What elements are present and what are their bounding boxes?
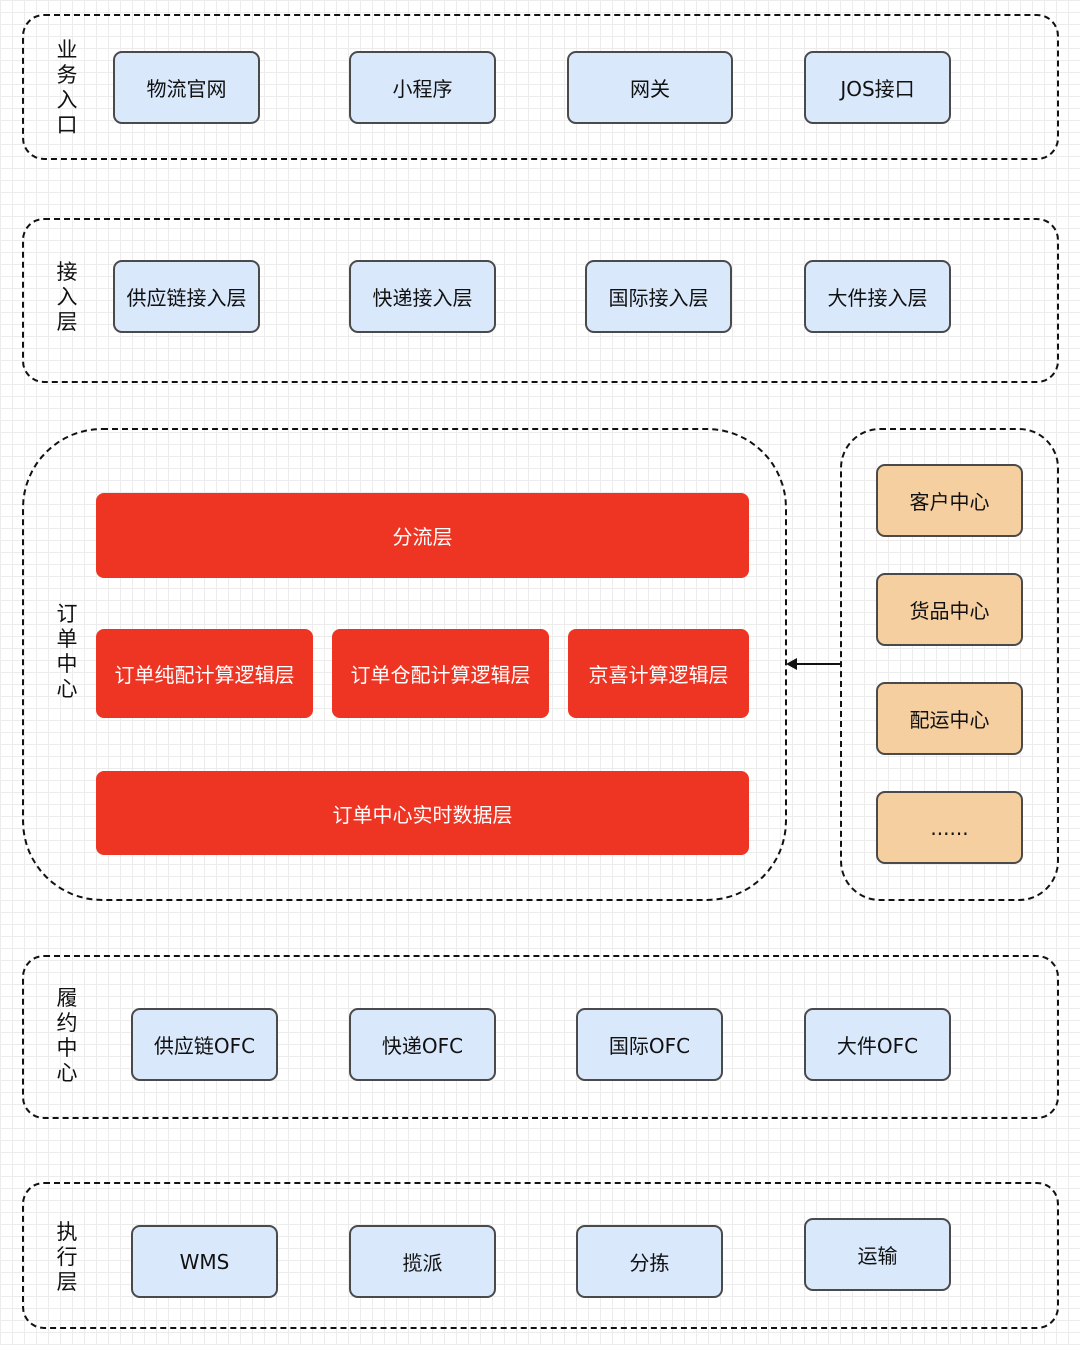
pure-delivery-logic-node[interactable]: 订单纯配计算逻辑层: [96, 629, 313, 718]
fulfillment-layer-label: 履约中心: [56, 986, 78, 1085]
logistics-website-node[interactable]: 物流官网: [113, 51, 260, 124]
order-center-label: 订单中心: [56, 602, 78, 701]
supply-chain-access-node[interactable]: 供应链接入层: [113, 260, 260, 333]
realtime-data-layer-node[interactable]: 订单中心实时数据层: [96, 771, 749, 855]
mini-program-node[interactable]: 小程序: [349, 51, 496, 124]
business-entry-layer-label: 业务入口: [56, 38, 78, 137]
express-ofc-node[interactable]: 快递OFC: [349, 1008, 496, 1081]
sorting-node[interactable]: 分拣: [576, 1225, 723, 1298]
distribution-center-node[interactable]: 配运中心: [876, 682, 1023, 755]
more-centers-node[interactable]: ......: [876, 791, 1023, 864]
customer-center-node[interactable]: 客户中心: [876, 464, 1023, 537]
express-access-node[interactable]: 快递接入层: [349, 260, 496, 333]
business-entry-layer: [22, 14, 1059, 160]
support-to-order-arrow: [786, 658, 840, 670]
jingxi-logic-node[interactable]: 京喜计算逻辑层: [568, 629, 749, 718]
large-item-access-node[interactable]: 大件接入层: [804, 260, 951, 333]
transport-node[interactable]: 运输: [804, 1218, 951, 1291]
access-layer-label: 接入层: [56, 260, 78, 334]
large-item-ofc-node[interactable]: 大件OFC: [804, 1008, 951, 1081]
fulfillment-layer: [22, 955, 1059, 1119]
split-layer-node[interactable]: 分流层: [96, 493, 749, 578]
access-layer: [22, 218, 1059, 383]
gateway-node[interactable]: 网关: [567, 51, 733, 124]
pickup-delivery-node[interactable]: 揽派: [349, 1225, 496, 1298]
order-center-container: [22, 428, 787, 901]
execution-layer-label: 执行层: [56, 1220, 78, 1294]
goods-center-node[interactable]: 货品中心: [876, 573, 1023, 646]
supply-chain-ofc-node[interactable]: 供应链OFC: [131, 1008, 278, 1081]
jos-interface-node[interactable]: JOS接口: [804, 51, 951, 124]
support-centers-container: [840, 428, 1059, 901]
international-access-node[interactable]: 国际接入层: [585, 260, 732, 333]
execution-layer: [22, 1182, 1059, 1329]
international-ofc-node[interactable]: 国际OFC: [576, 1008, 723, 1081]
warehouse-delivery-logic-node[interactable]: 订单仓配计算逻辑层: [332, 629, 549, 718]
wms-node[interactable]: WMS: [131, 1225, 278, 1298]
